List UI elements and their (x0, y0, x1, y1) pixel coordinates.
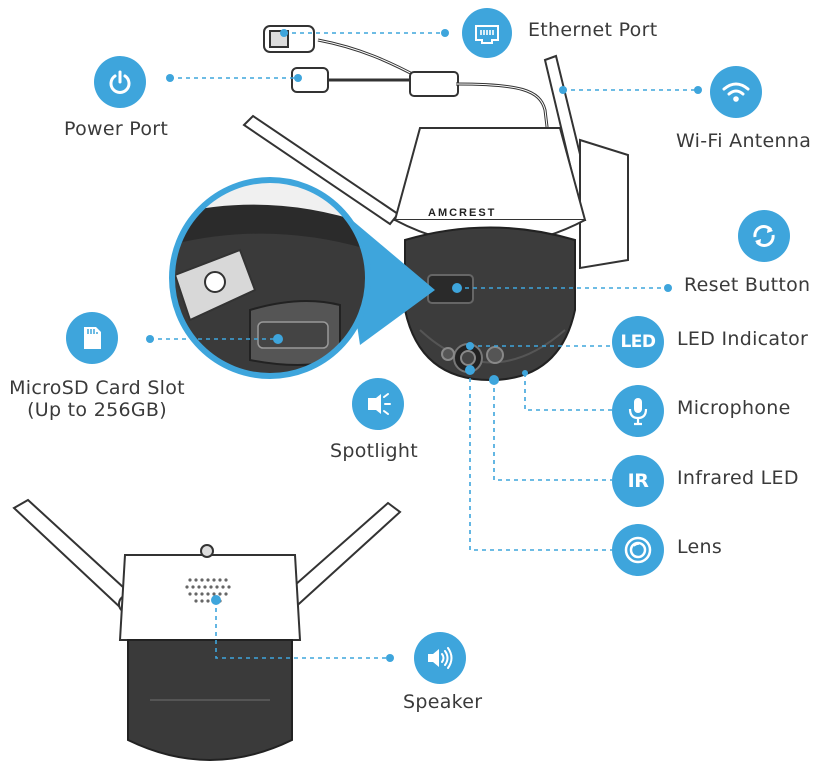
spotlight-icon (352, 378, 404, 430)
sd-card-icon (66, 312, 118, 364)
speaker-label: Speaker (403, 691, 483, 713)
lens-label: Lens (677, 536, 723, 558)
ethernet-icon (462, 8, 512, 58)
reset-button-label: Reset Button (684, 274, 811, 296)
brand-logo-text: AMCREST (428, 207, 496, 219)
led-icon-text: LED (620, 332, 656, 352)
wifi-antenna-label: Wi-Fi Antenna (676, 130, 812, 152)
ir-icon-text: IR (627, 470, 649, 492)
power-icon (94, 56, 146, 108)
reset-icon (738, 210, 790, 262)
wifi-icon (710, 66, 762, 118)
microsd-label-line2: (Up to 256GB) (27, 398, 167, 421)
leader-dots (146, 29, 702, 662)
ir-icon: IR (612, 455, 664, 507)
microsd-label: MicroSD Card Slot (Up to 256GB) (4, 377, 190, 422)
top-camera (242, 25, 629, 382)
microphone-label: Microphone (677, 397, 791, 419)
lens-icon (612, 524, 664, 576)
power-port-label: Power Port (64, 118, 169, 140)
microphone-icon (612, 385, 664, 437)
zoom-inset (169, 177, 371, 379)
leader-lines (150, 32, 698, 659)
led-icon: LED (612, 316, 664, 368)
infrared-led-label: Infrared LED (677, 467, 799, 489)
microsd-label-line1: MicroSD Card Slot (9, 377, 185, 399)
bottom-camera (12, 498, 402, 761)
ethernet-port-label: Ethernet Port (528, 19, 658, 41)
speaker-icon (414, 632, 466, 684)
led-indicator-label: LED Indicator (677, 328, 809, 350)
spotlight-label: Spotlight (330, 440, 419, 462)
